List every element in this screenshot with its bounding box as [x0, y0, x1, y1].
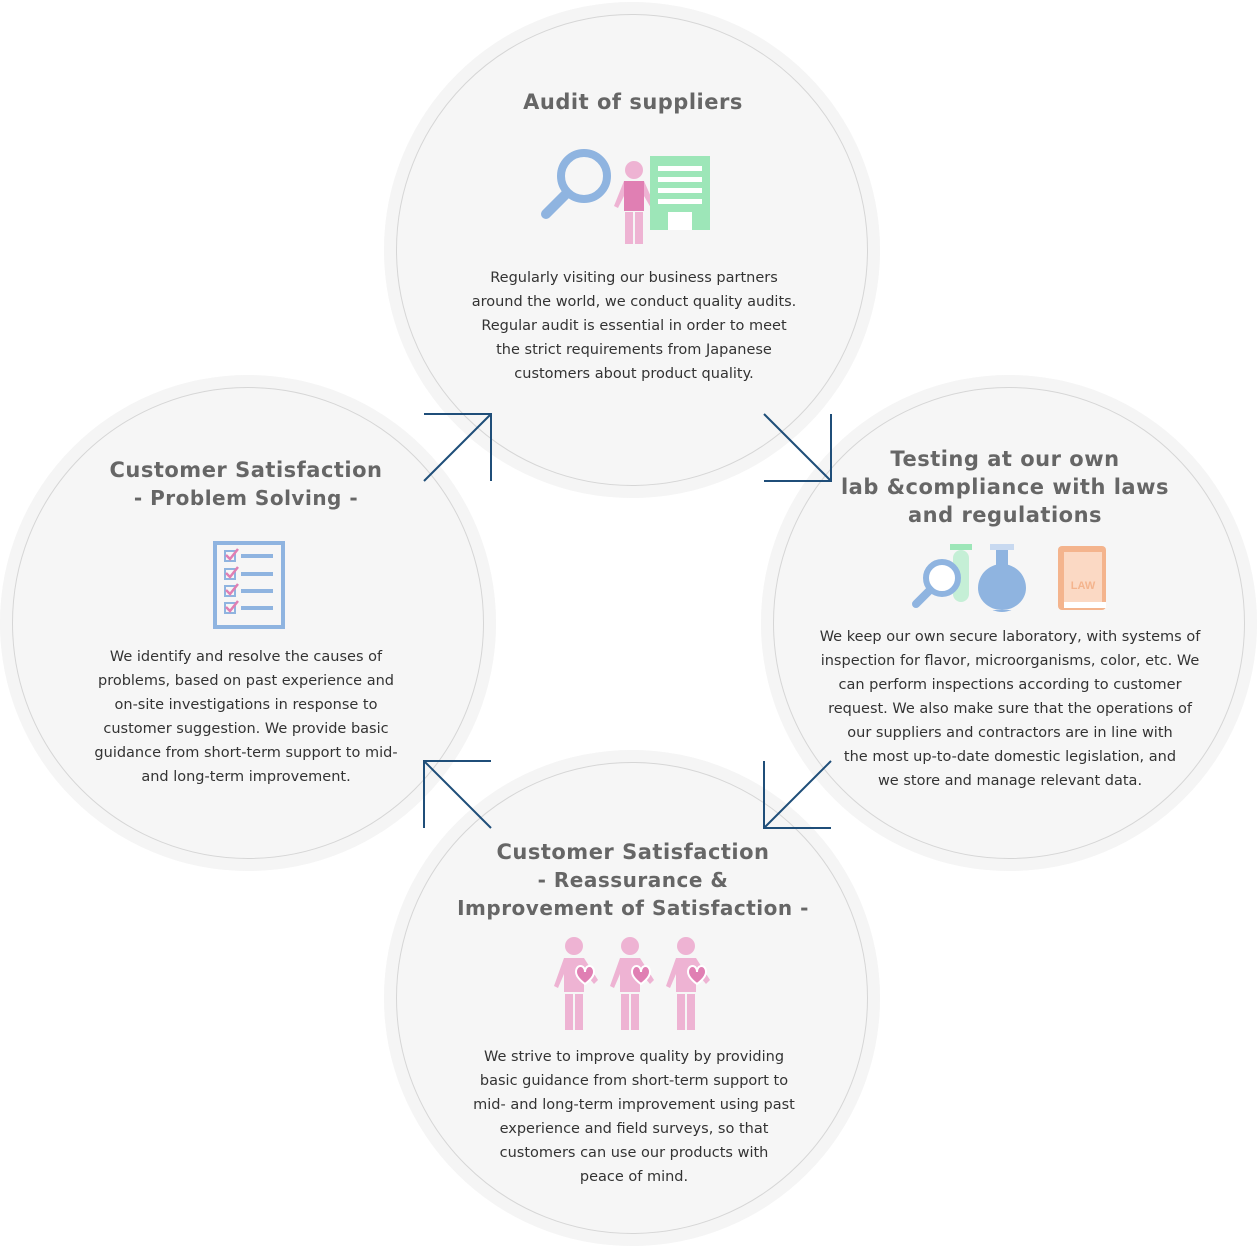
testing-circle	[761, 375, 1257, 871]
testing-title-line: lab &compliance with laws	[840, 475, 1169, 499]
reassurance-line: experience and field surveys, so that	[499, 1121, 769, 1137]
audit-line: Regular audit is essential in order to m…	[481, 318, 787, 334]
reassurance-description: We strive to improve quality by providin…	[444, 1045, 824, 1189]
arrow-bottom-to-left	[423, 760, 492, 829]
problem-line: problems, based on past experience and	[97, 673, 394, 689]
problem-title-line: Customer Satisfaction	[109, 458, 383, 482]
testing-description: We keep our own secure laboratory, with …	[800, 625, 1220, 793]
magnifier-icon	[912, 559, 961, 608]
arrow-top-to-right	[763, 413, 832, 482]
audit-circle	[384, 2, 880, 498]
testing-title-line: Testing at our own	[890, 447, 1120, 471]
problem-description: We identify and resolve the causes of pr…	[56, 645, 436, 789]
testing-line: our suppliers and contractors are in lin…	[847, 725, 1173, 741]
person-icon	[614, 161, 655, 244]
testing-line: we store and manage relevant data.	[877, 773, 1143, 789]
reassurance-line: We strive to improve quality by providin…	[483, 1049, 785, 1065]
testing-line: We keep our own secure laboratory, with …	[819, 629, 1201, 645]
testing-illustration: LAW	[912, 544, 1106, 612]
reassurance-title-line: Customer Satisfaction	[496, 840, 770, 864]
testing-title: Testing at our own lab &compliance with …	[778, 445, 1232, 529]
arrow-left-to-top	[423, 413, 492, 482]
reassurance-title: Customer Satisfaction - Reassurance & Im…	[400, 838, 866, 922]
problem-line: guidance from short-term support to mid-	[94, 745, 398, 761]
audit-line: Regularly visiting our business partners	[490, 270, 778, 286]
reassurance-line: customers can use our products with	[499, 1145, 769, 1161]
audit-line: around the world, we conduct quality aud…	[471, 294, 797, 310]
problem-line: and long-term improvement.	[141, 769, 351, 785]
audit-line: customers about product quality.	[514, 366, 754, 382]
audit-line: the strict requirements from Japanese	[496, 342, 772, 358]
checklist-icon	[213, 541, 285, 629]
reassurance-line: mid- and long-term improvement using pas…	[473, 1097, 795, 1113]
problem-title: Customer Satisfaction - Problem Solving …	[16, 456, 476, 512]
testing-line: inspection for flavor, microorganisms, c…	[820, 653, 1200, 669]
magnifier-icon	[541, 149, 611, 219]
flask-icon	[978, 544, 1026, 612]
reassurance-title-line: - Reassurance &	[537, 868, 729, 892]
problem-line: on-site investigations in response to	[114, 697, 378, 713]
testing-line: the most up-to-date domestic legislation…	[843, 749, 1177, 765]
reassurance-line: peace of mind.	[579, 1169, 689, 1185]
audit-illustration	[541, 149, 710, 244]
audit-title: Audit of suppliers	[523, 90, 743, 114]
testing-title-line: and regulations	[907, 503, 1103, 527]
reassurance-line: basic guidance from short-term support t…	[479, 1073, 789, 1089]
testing-line: can perform inspections according to cus…	[838, 677, 1182, 693]
reassurance-title-line: Improvement of Satisfaction -	[457, 896, 809, 920]
problem-line: customer suggestion. We provide basic	[103, 721, 389, 737]
problem-circle	[0, 375, 496, 871]
problem-line: We identify and resolve the causes of	[109, 649, 383, 665]
arrow-right-to-bottom	[763, 760, 832, 829]
audit-description: Regularly visiting our business partners…	[444, 266, 824, 386]
building-icon	[650, 156, 710, 230]
law-book-icon: LAW	[1058, 546, 1106, 610]
problem-title-line: - Problem Solving -	[133, 486, 359, 510]
law-label: LAW	[1071, 580, 1096, 592]
testing-line: request. We also make sure that the oper…	[828, 701, 1192, 717]
